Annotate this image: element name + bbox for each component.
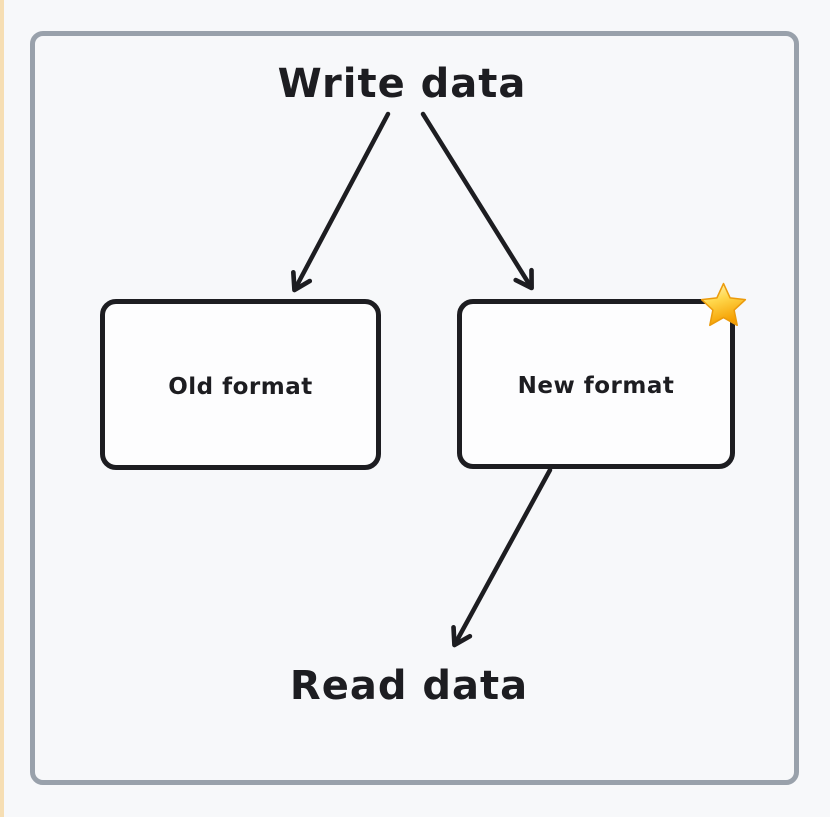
diagram-frame	[30, 31, 799, 785]
star-icon	[700, 282, 747, 327]
node-new-format: New format	[457, 299, 735, 469]
node-old-format: Old format	[100, 299, 381, 470]
old-format-label: Old format	[168, 373, 313, 400]
new-format-label: New format	[517, 373, 675, 399]
read-data-label: Read data	[289, 663, 529, 709]
left-edge-strip	[0, 0, 4, 817]
write-data-label: Write data	[277, 61, 527, 107]
